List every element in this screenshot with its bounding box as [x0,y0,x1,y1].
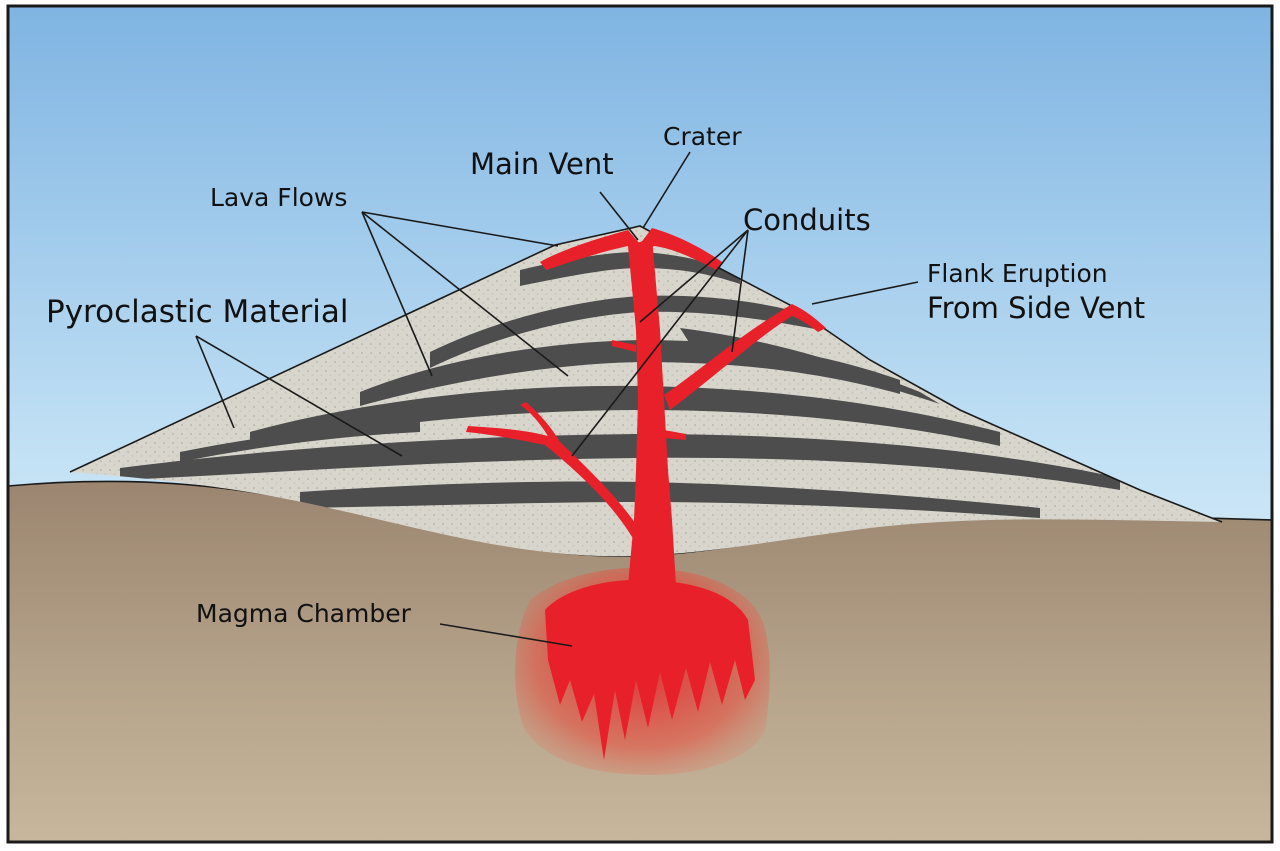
magma-body [466,228,826,760]
conduits-leader-2 [571,229,749,457]
small-conduit-offshoot-1 [612,340,636,352]
frame-border [6,4,1274,844]
lava-flows-leader-1 [361,211,559,247]
conduits-leader-1 [639,229,749,323]
label-pyroclastic-material: Pyroclastic Material [46,294,348,330]
left-branch-conduit [466,402,640,540]
label-flank-eruption-line1: Flank Eruption [927,259,1108,288]
crater-leader [642,151,691,229]
conduits-leader-3 [731,229,749,353]
label-magma-chamber: Magma Chamber [196,599,412,628]
label-crater: Crater [663,122,742,151]
pyroclastic-leader-1 [195,335,235,429]
magma-chamber [545,579,755,760]
main-vent-conduit [628,238,676,585]
leader-lines [195,151,919,647]
lava-flows-leader-2 [361,211,433,377]
label-main-vent: Main Vent [470,147,614,181]
small-conduit-offshoot-2 [664,430,686,440]
crater-lava [540,228,722,270]
main-vent-leader [599,191,639,241]
flank-eruption-leader [811,281,919,305]
pyroclastic-leader-2 [195,335,403,457]
magma-chamber-leader [439,623,573,647]
lava-flows-leader-3 [361,211,569,377]
label-lava-flows: Lava Flows [210,183,347,212]
label-conduits: Conduits [743,203,871,237]
label-flank-eruption-line2: From Side Vent [927,291,1145,325]
side-vent-conduit [664,304,826,410]
